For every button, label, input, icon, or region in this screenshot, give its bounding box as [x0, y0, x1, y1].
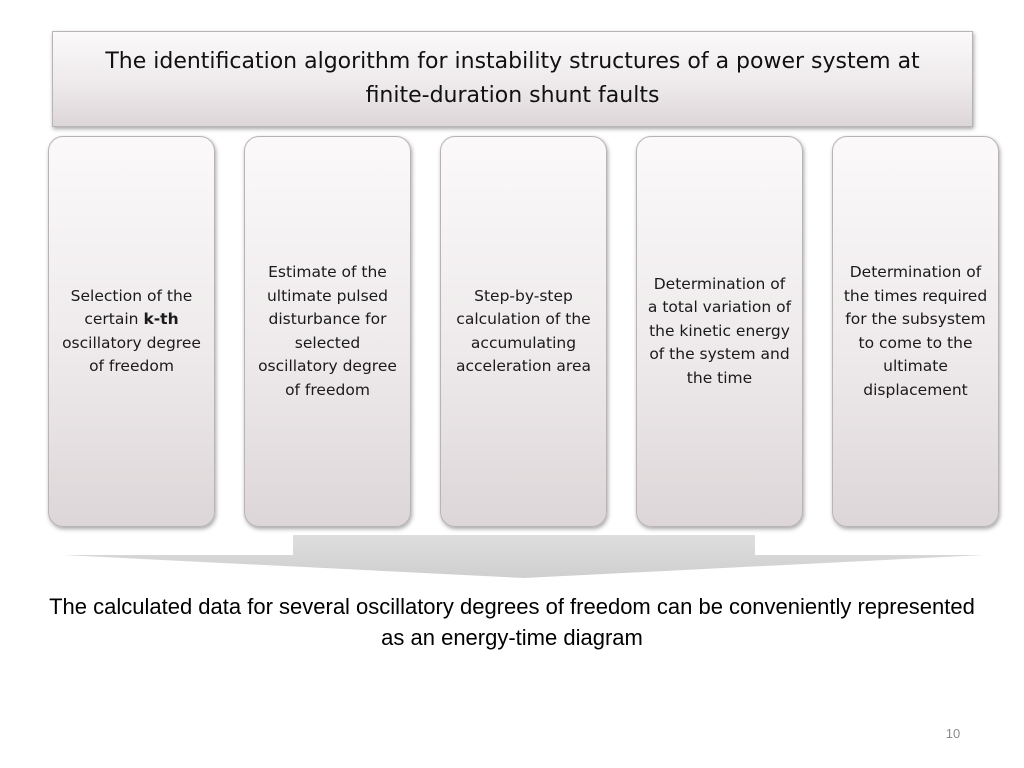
- step-2-text: Estimate of the ultimate pulsed disturba…: [255, 261, 400, 402]
- down-arrow-shape: [63, 535, 984, 578]
- step-3-text: Step-by-step calculation of the accumula…: [451, 285, 596, 379]
- step-2-text-part: Estimate of the ultimate pulsed disturba…: [258, 263, 397, 399]
- conclusion-text: The calculated data for several oscillat…: [49, 594, 975, 650]
- step-5-text: Determination of the times required for …: [843, 261, 988, 402]
- step-1-text-part: Selection of the certain: [70, 286, 193, 329]
- step-3-text-part: Step-by-step calculation of the accumula…: [456, 286, 591, 376]
- step-card-4: Determination of a total variation of th…: [636, 136, 803, 527]
- step-card-1: Selection of the certain k-th oscillator…: [48, 136, 215, 527]
- title-box: The identification algorithm for instabi…: [52, 31, 973, 127]
- step-card-3: Step-by-step calculation of the accumula…: [440, 136, 607, 527]
- step-card-2: Estimate of the ultimate pulsed disturba…: [244, 136, 411, 527]
- step-1-text-part: oscillatory degree of freedom: [62, 333, 201, 376]
- step-4-text: Determination of a total variation of th…: [647, 273, 792, 391]
- step-4-text-part: Determination of a total variation of th…: [647, 274, 792, 387]
- diagram-title: The identification algorithm for instabi…: [105, 49, 920, 108]
- step-1-text: Selection of the certain k-th oscillator…: [59, 285, 204, 379]
- step-5-text-part: Determination of the times required for …: [843, 263, 988, 399]
- step-card-5: Determination of the times required for …: [832, 136, 999, 527]
- step-1-text-bold: k-th: [143, 310, 179, 328]
- page-number: 10: [945, 726, 961, 741]
